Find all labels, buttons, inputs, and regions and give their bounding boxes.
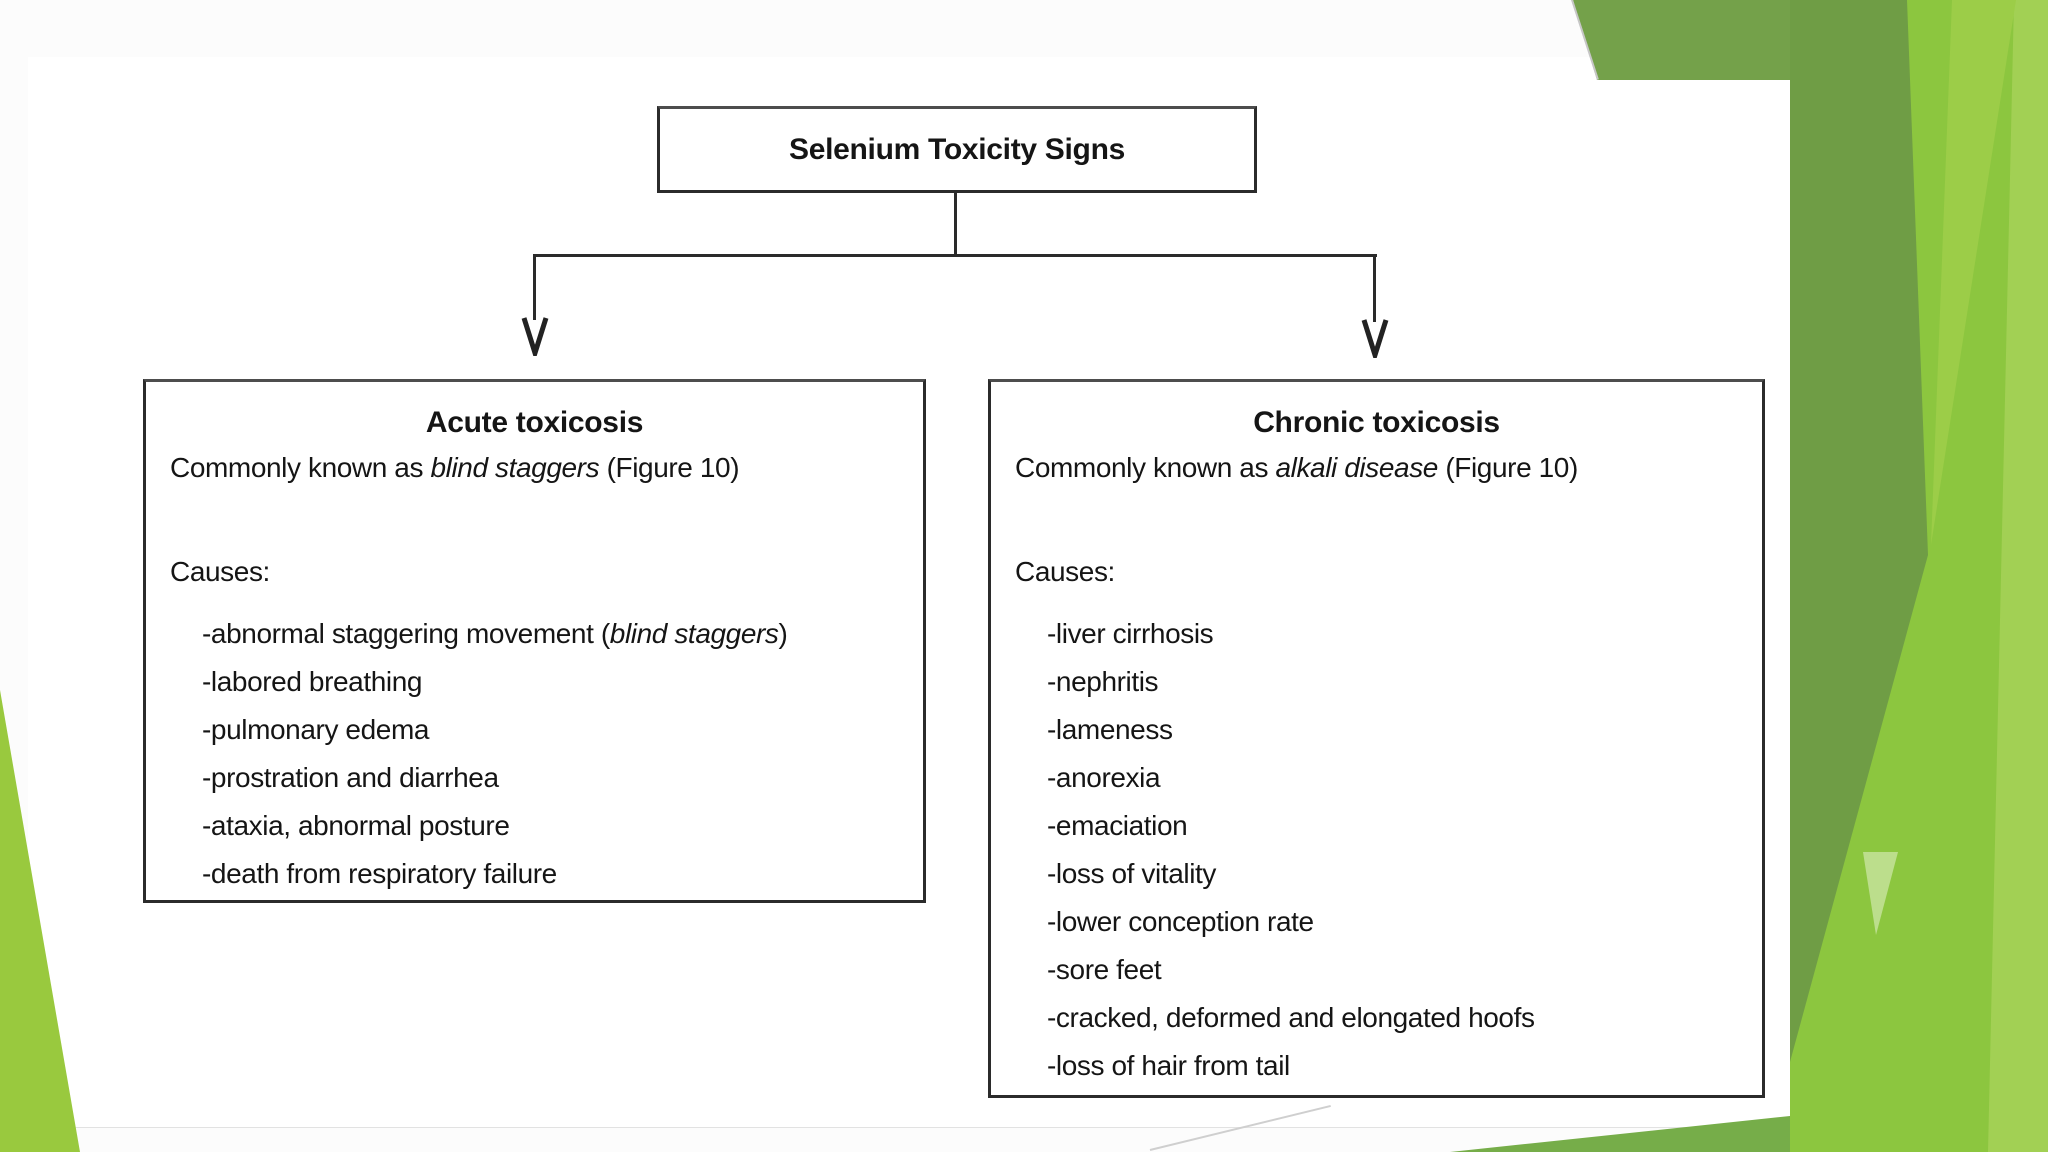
acute-heading: Acute toxicosis — [425, 406, 644, 439]
flowchart-root-box: Selenium Toxicity Signs — [657, 106, 1257, 193]
cause-item: -nephritis — [1047, 666, 1159, 697]
chronic-causes-label: Causes: — [1015, 556, 1115, 587]
cause-item: -labored breathing — [202, 666, 423, 697]
cause-item: -lower conception rate — [1047, 906, 1314, 937]
cause-item: -prostration and diarrhea — [202, 762, 499, 793]
connector-crossbar — [534, 254, 1377, 257]
chronic-causes-list: -liver cirrhosis -nephritis -lameness -anor… — [1047, 610, 1535, 1090]
cause-item: -loss of vitality — [1047, 858, 1217, 889]
cause-item: -death from respiratory failure — [202, 858, 557, 889]
cause-item: -cracked, deformed and elongated hoofs — [1047, 1002, 1535, 1033]
cause-item: -sore feet — [1047, 954, 1162, 985]
connector-stem — [954, 193, 957, 256]
connector-left-drop — [533, 254, 536, 320]
cause-item: -abnormal staggering movement (blind sta… — [202, 618, 788, 649]
acute-toxicosis-box: Acute toxicosis Commonly known as blind … — [143, 379, 926, 903]
cause-item: -emaciation — [1047, 810, 1188, 841]
known-as-italic: alkali disease — [1275, 452, 1438, 483]
acute-known-as-line: Commonly known as blind staggers (Figure… — [170, 452, 740, 484]
cause-item: -lameness — [1047, 714, 1173, 745]
cause-item: -liver cirrhosis — [1047, 618, 1214, 649]
down-arrow-icon-right — [1361, 319, 1389, 358]
cause-item: -anorexia — [1047, 762, 1161, 793]
cause-item: -loss of hair from tail — [1047, 1050, 1290, 1081]
chronic-known-as-line: Commonly known as alkali disease (Figure… — [1015, 452, 1578, 484]
known-as-suffix: (Figure 10) — [1437, 452, 1578, 483]
chronic-heading: Chronic toxicosis — [1253, 406, 1500, 439]
connector-right-drop — [1373, 254, 1376, 322]
chronic-toxicosis-box: Chronic toxicosis Commonly known as alka… — [988, 379, 1765, 1098]
down-arrow-icon-left — [521, 317, 549, 356]
acute-causes-list: -abnormal staggering movement (blind sta… — [202, 610, 788, 898]
cause-item: -ataxia, abnormal posture — [202, 810, 510, 841]
known-as-suffix: (Figure 10) — [599, 452, 740, 483]
known-as-prefix: Commonly known as — [1015, 452, 1276, 483]
acute-causes-label: Causes: — [170, 556, 270, 587]
root-title: Selenium Toxicity Signs — [789, 132, 1125, 166]
cause-item: -pulmonary edema — [202, 714, 430, 745]
known-as-italic: blind staggers — [430, 452, 600, 483]
known-as-prefix: Commonly known as — [170, 452, 431, 483]
